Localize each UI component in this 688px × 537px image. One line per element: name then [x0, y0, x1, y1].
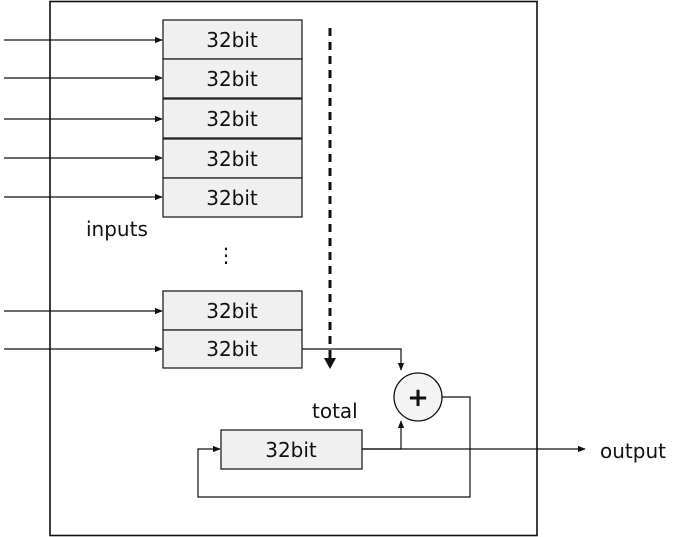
input-register-4 — [162, 138, 303, 179]
input-register-5-label: 32bit — [206, 186, 258, 210]
total-register-label: 32bit — [265, 438, 317, 462]
input-register-5 — [162, 177, 303, 218]
input-register-stack-top: 32bit 32bit 32bit 32bit 32bit — [162, 19, 303, 218]
input-register-7-label: 32bit — [206, 337, 258, 361]
input-register-1-label: 32bit — [206, 28, 258, 52]
input-register-stack-bottom: 32bit 32bit — [162, 290, 303, 369]
input-register-6 — [162, 290, 303, 331]
module-boundary — [49, 0, 538, 537]
adder-plus-icon: + — [407, 383, 429, 413]
input-register-2-label: 32bit — [206, 67, 258, 91]
vertical-ellipsis: ⋮ — [216, 243, 236, 267]
adder-feedback-loop — [197, 396, 471, 498]
total-label: total — [312, 399, 358, 423]
total-to-adder-wire — [362, 420, 405, 450]
input-register-2 — [162, 58, 303, 99]
input-register-3 — [162, 98, 303, 139]
input-register-4-label: 32bit — [206, 147, 258, 171]
input-register-3-label: 32bit — [206, 107, 258, 131]
input-register-6-label: 32bit — [206, 299, 258, 323]
input-arrows — [4, 36, 163, 353]
inputs-label: inputs — [86, 217, 148, 241]
total-register — [220, 429, 363, 470]
register-to-adder-wire — [302, 348, 405, 371]
output-label: output — [600, 439, 666, 463]
shift-direction-arrowhead — [324, 358, 336, 369]
